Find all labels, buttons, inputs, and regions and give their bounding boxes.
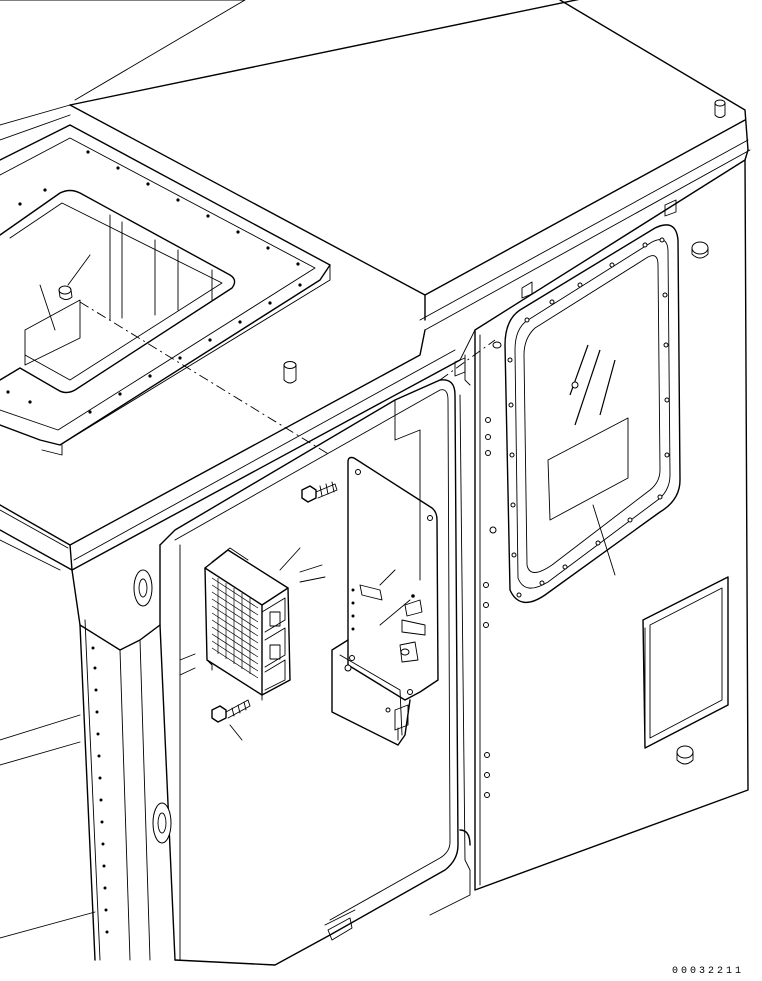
roof-hatch-frame — [0, 124, 331, 456]
access-panel — [642, 576, 729, 749]
inner-wall-panel — [159, 354, 471, 966]
side-window — [504, 224, 681, 603]
cab-front-pillar — [0, 329, 461, 961]
mounting-bracket — [331, 456, 439, 746]
controller-unit — [179, 547, 326, 701]
cab-roof — [0, 0, 751, 384]
bolt-lower — [211, 699, 251, 741]
assembly-line — [79, 301, 331, 456]
part-number: 00032211 — [672, 966, 745, 977]
cab-side-panel — [459, 149, 749, 891]
assembly-line-2 — [439, 339, 496, 381]
panel-clip — [454, 357, 466, 377]
bolt-upper — [301, 481, 338, 503]
